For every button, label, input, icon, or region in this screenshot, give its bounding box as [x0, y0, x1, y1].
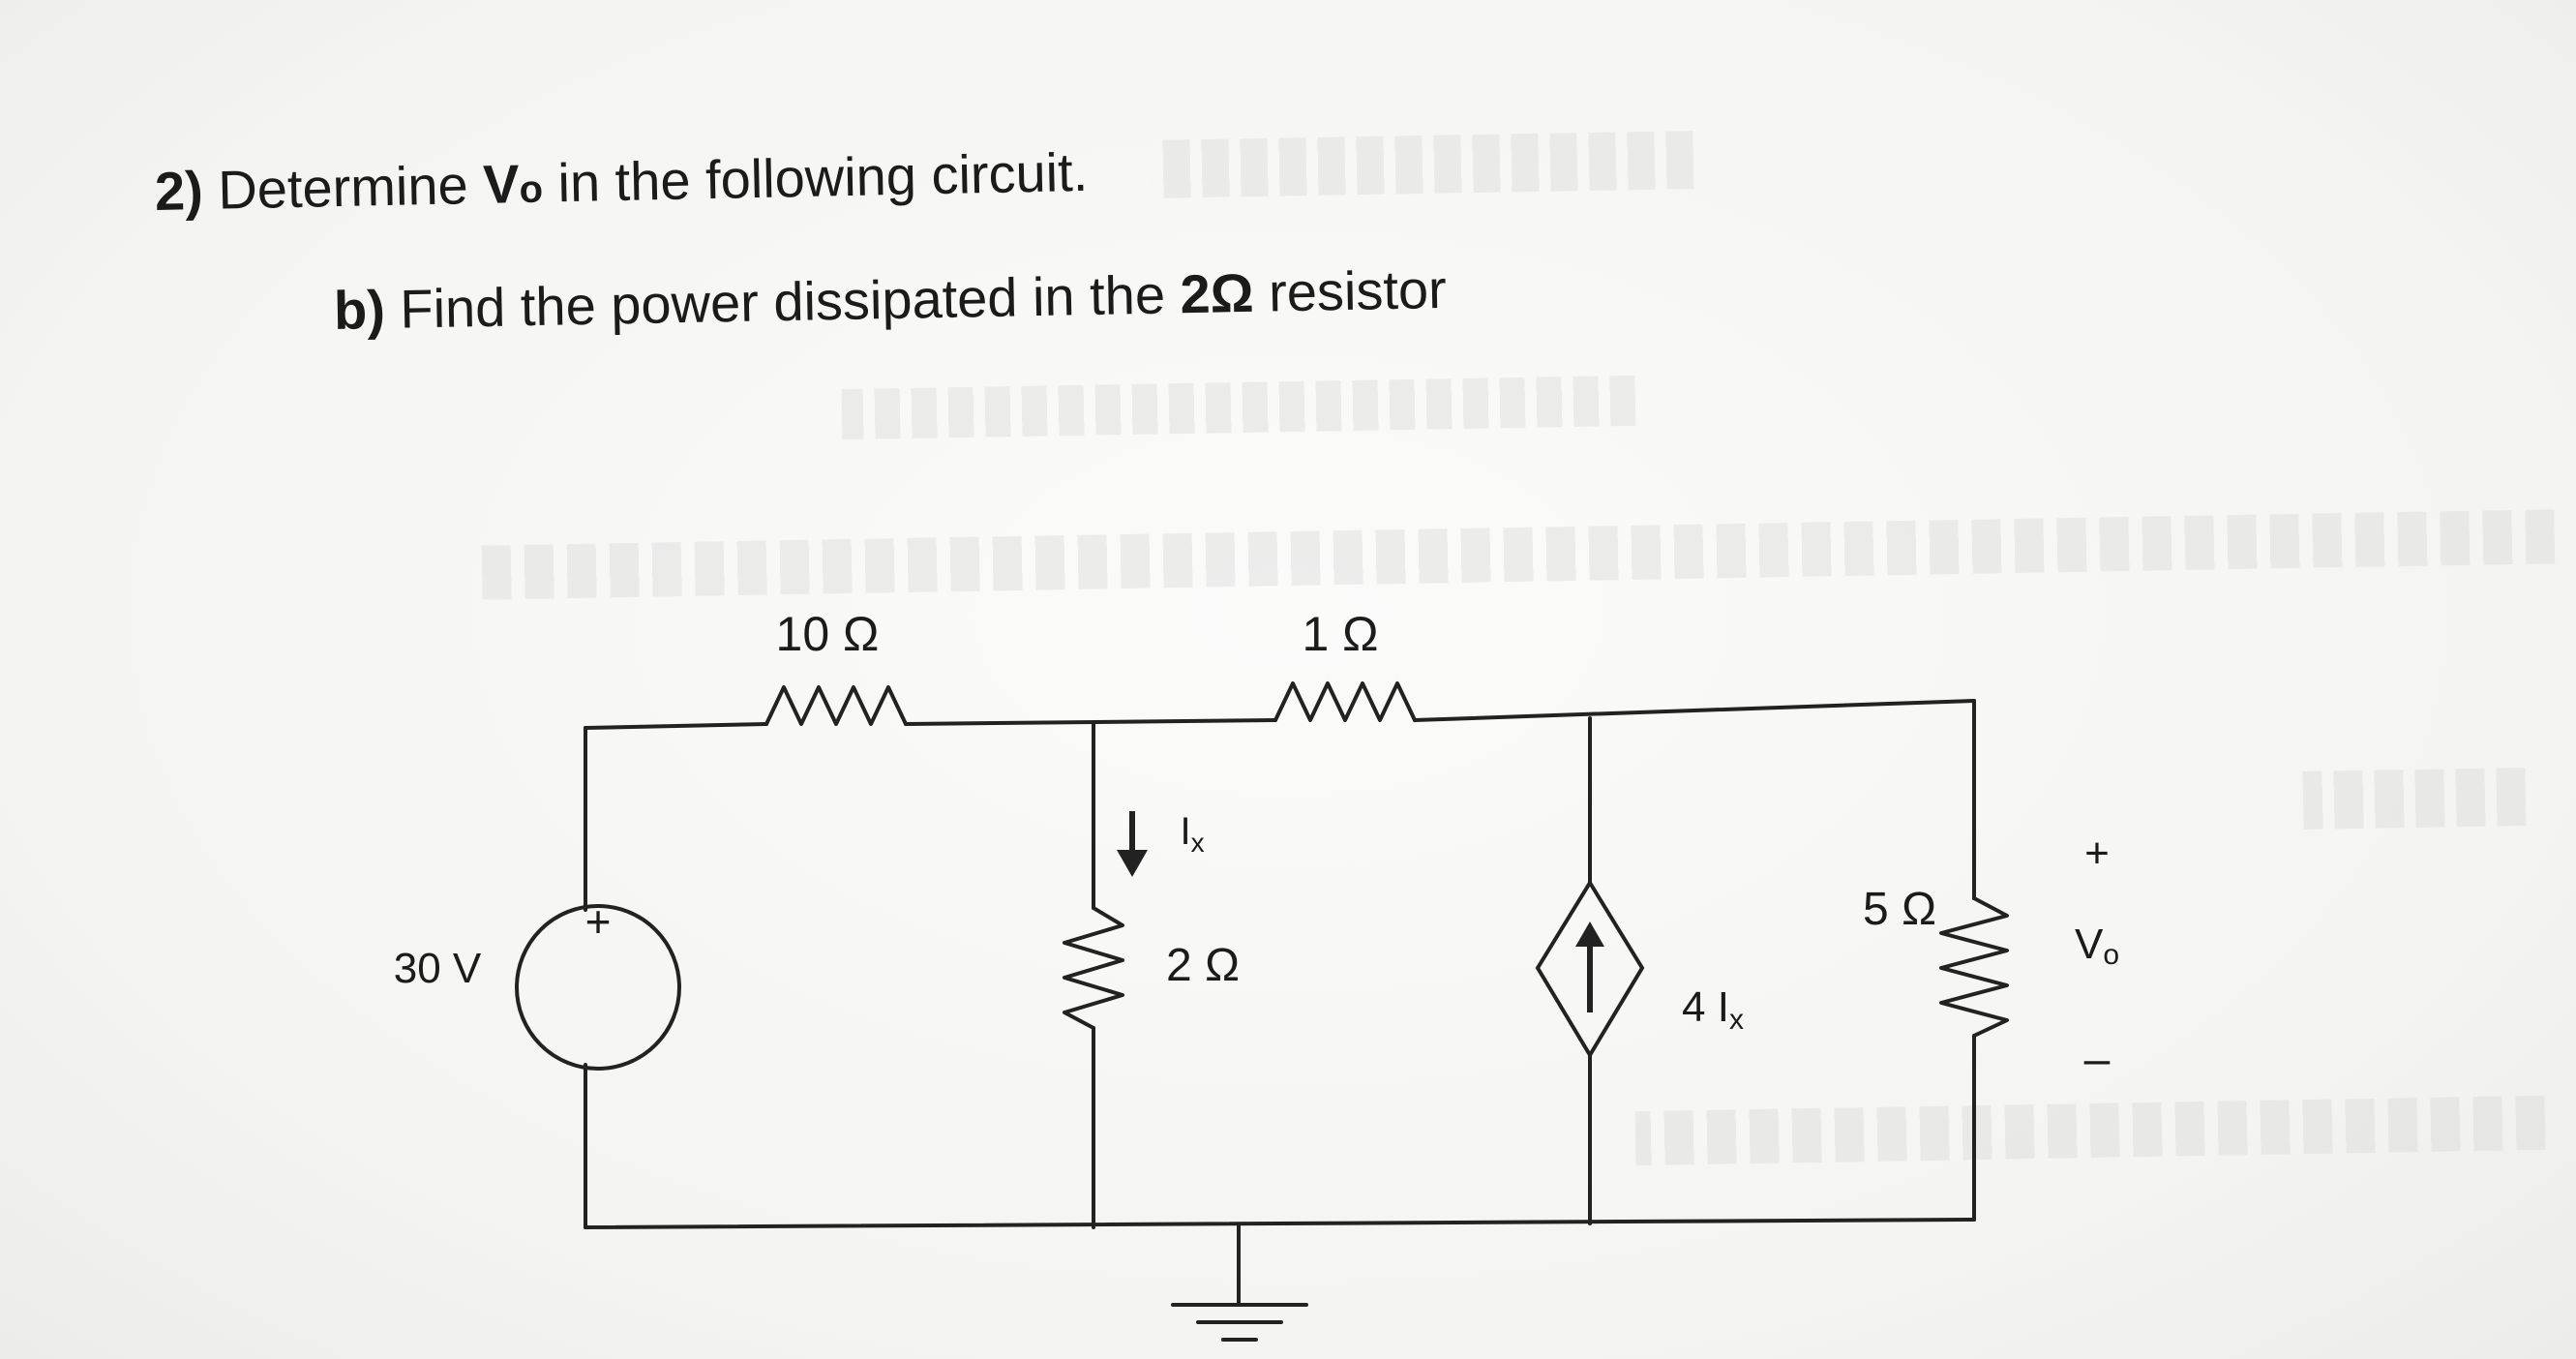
vo-minus: – [2084, 1034, 2111, 1085]
wire-top-mid [904, 718, 1277, 726]
resistor-1-ohm [1273, 681, 1417, 722]
ix-arrow-icon [1117, 811, 1148, 877]
resistor-2-ohm [1063, 906, 1124, 1030]
vo-label: Vo [2075, 921, 2119, 971]
ground-symbol [1171, 1223, 1308, 1342]
voltage-source [515, 904, 681, 1071]
ix-label: Ix [1180, 810, 1204, 858]
r-middle-label: 2 Ω [1166, 940, 1240, 991]
source-label: 30 V [394, 945, 482, 992]
source-plus: + [585, 896, 612, 947]
dependent-current-source [1535, 879, 1645, 1059]
r-right-label: 5 Ω [1863, 884, 1936, 935]
wire-bottom [584, 1218, 1976, 1229]
r-top-left-label: 10 Ω [776, 607, 880, 661]
dependent-source-label: 4 Ix [1682, 983, 1744, 1036]
resistor-5-ohm [1939, 896, 2009, 1038]
vo-plus: + [2084, 830, 2110, 877]
dependent-source-arrow-icon [1575, 921, 1604, 1012]
wire-top-left [584, 722, 768, 730]
resistor-10-ohm [764, 685, 908, 726]
r-top-mid-label: 1 Ω [1302, 607, 1378, 661]
wire-top-right [1413, 699, 1976, 722]
